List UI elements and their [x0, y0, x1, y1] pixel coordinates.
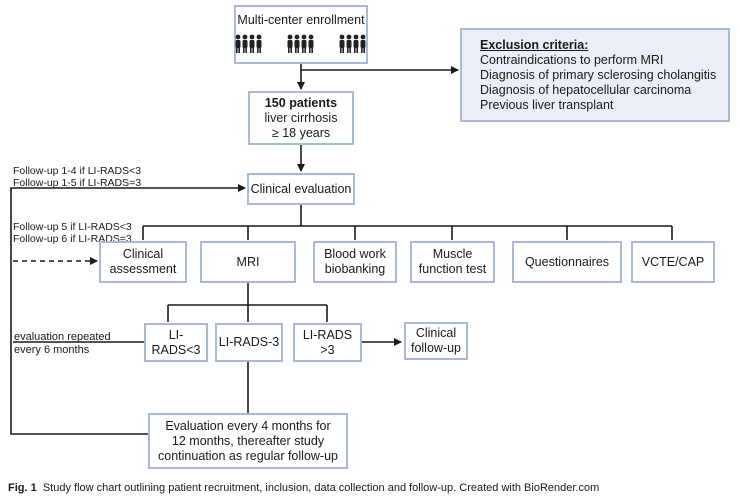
clinical-assessment-box: Clinical assessment [99, 241, 187, 283]
repeat-note-line2: every 6 months [14, 344, 90, 356]
evaluation-line3: continuation as regular follow-up [158, 448, 338, 463]
vcte-cap-box: VCTE/CAP [631, 241, 715, 283]
repeat-note-line1: evaluation repeated [14, 331, 111, 343]
mri-box: MRI [200, 241, 296, 283]
caption-text: Study flow chart outlining patient recru… [42, 482, 600, 494]
caption-label: Fig. 1 [8, 482, 37, 494]
lirads-lt3-label: LI-RADS<3 [151, 327, 201, 357]
patients-count: 150 patients [264, 95, 338, 110]
followup-note-top: Follow-up 1-4 if LI-RADS<3 Follow-up 1-5… [13, 165, 141, 189]
exclusion-criteria-box: Exclusion criteria: Contraindications to… [460, 28, 730, 122]
exclusion-item: Diagnosis of primary sclerosing cholangi… [480, 68, 717, 82]
followup-mid-line1: Follow-up 5 if LI-RADS<3 [13, 221, 132, 233]
feedback-loop-to-evaluation [10, 184, 246, 435]
patients-box: 150 patients liver cirrhosis ≥ 18 years [248, 91, 354, 145]
blood-work-line2: biobanking [324, 262, 386, 276]
lirads-eq3-label: LI-RADS-3 [218, 335, 280, 349]
evaluation-line2: 12 months, thereafter study [171, 433, 325, 448]
patients-age: ≥ 18 years [271, 125, 331, 140]
evaluation-line1: Evaluation every 4 months for [165, 418, 331, 433]
blood-work-box: Blood work biobanking [313, 241, 397, 283]
followup-top-line2: Follow-up 1-5 if LI-RADS=3 [13, 177, 142, 189]
clinical-followup-line2: follow-up [410, 341, 462, 355]
people-group-icon [234, 34, 368, 54]
vcte-cap-label: VCTE/CAP [641, 254, 705, 269]
repeat-note: evaluation repeated every 6 months [14, 331, 111, 357]
muscle-function-box: Muscle function test [410, 241, 495, 283]
clinical-followup-box: Clinical follow-up [404, 322, 468, 360]
followup-top-line1: Follow-up 1-4 if LI-RADS<3 [13, 165, 142, 177]
clinical-assessment-line2: assessment [109, 262, 177, 276]
exclusion-heading: Exclusion criteria: [480, 38, 589, 52]
patients-condition: liver cirrhosis [264, 110, 338, 125]
muscle-function-line1: Muscle [432, 247, 473, 261]
questionnaires-box: Questionnaires [512, 241, 622, 283]
exclusion-item: Diagnosis of hepatocellular carcinoma [480, 83, 692, 97]
exclusion-item: Previous liver transplant [480, 98, 614, 112]
clinical-assessment-line1: Clinical [122, 247, 164, 261]
questionnaires-label: Questionnaires [524, 254, 610, 269]
lirads-gt3-box: LI-RADS >3 [293, 323, 362, 362]
clinical-evaluation-label: Clinical evaluation [250, 181, 352, 196]
mri-label: MRI [236, 254, 260, 269]
enrollment-box: Multi-center enrollment [234, 5, 368, 64]
figure-caption: Fig. 1 Study flow chart outlining patien… [8, 482, 599, 494]
exclusion-item: Contraindications to perform MRI [480, 53, 664, 67]
enrollment-title: Multi-center enrollment [237, 13, 365, 27]
evaluation-schedule-box: Evaluation every 4 months for 12 months,… [148, 413, 348, 469]
lirads-eq3-box: LI-RADS-3 [215, 323, 283, 362]
blood-work-line1: Blood work [324, 247, 386, 261]
lirads-lt3-box: LI-RADS<3 [144, 323, 208, 362]
lirads-gt3-label: LI-RADS >3 [302, 327, 353, 357]
clinical-followup-line1: Clinical [415, 326, 457, 340]
clinical-evaluation-box: Clinical evaluation [247, 173, 355, 205]
muscle-function-line2: function test [418, 262, 487, 276]
